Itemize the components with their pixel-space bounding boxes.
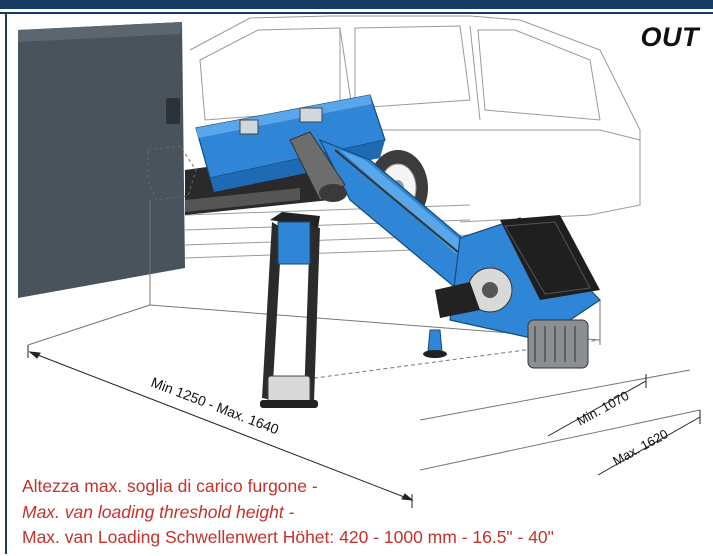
header-bar <box>0 0 713 9</box>
header-rule <box>0 12 713 14</box>
depth-dimensions <box>547 374 701 476</box>
depth-max-label: Max. 1620 <box>610 426 670 469</box>
support-stand <box>260 212 320 408</box>
caption-italian: Altezza max. soglia di carico furgone - <box>22 476 318 496</box>
left-border-rule <box>5 14 7 554</box>
depth-min-label: Min. 1070 <box>574 388 631 429</box>
caption-german: Max. van Loading Schwellenwert Höhet: 42… <box>22 527 554 547</box>
motor-head <box>423 215 601 369</box>
hidden-mount-outline <box>147 145 197 201</box>
width-dimension <box>27 345 414 508</box>
caption-english: Max. van loading threshold height - <box>22 502 295 522</box>
loader-nozzle <box>289 131 347 202</box>
loader-arm <box>195 94 501 301</box>
position-label-out: OUT <box>640 22 699 52</box>
van-side-door <box>18 22 185 298</box>
